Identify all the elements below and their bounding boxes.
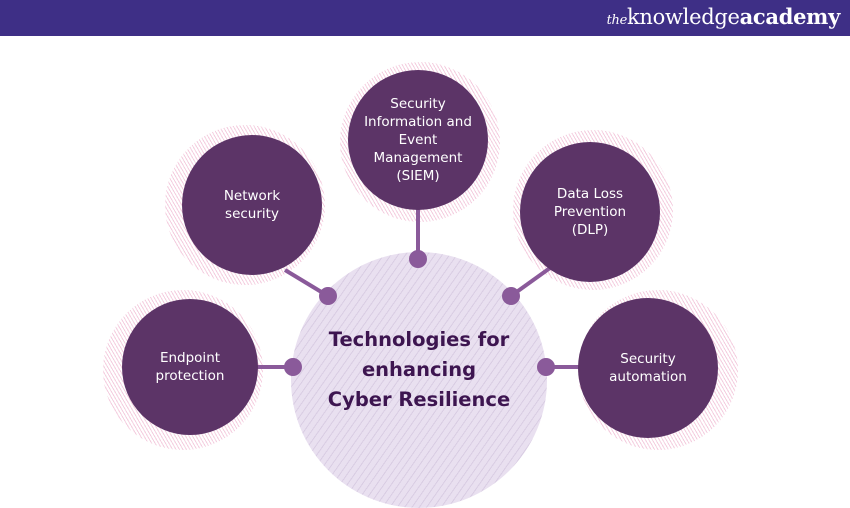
logo-main: knowledge [626,5,740,29]
connector-dot [537,358,555,376]
center-title-line: enhancing [361,358,477,381]
connector-dot [284,358,302,376]
center-title-line: Technologies for [328,328,510,351]
center-title: Technologies for enhancing Cyber Resilie… [291,325,547,415]
node-endpoint-protection: Endpoint protection [122,299,258,435]
header-bar: theknowledgeacademy [0,0,850,36]
node-siem: Security Information and Event Managemen… [348,70,488,210]
node-security-automation: Security automation [578,298,718,438]
logo-prefix: the [606,13,628,28]
connector-dot [502,287,520,305]
node-network-security: Network security [182,135,322,275]
brand-logo: theknowledgeacademy [606,4,841,29]
node-dlp: Data Loss Prevention (DLP) [520,142,660,282]
connector-dot [409,250,427,268]
connectors [255,205,580,376]
logo-bold: academy [739,4,841,29]
center-title-line: Cyber Resilience [327,388,511,411]
connector-dot [319,287,337,305]
